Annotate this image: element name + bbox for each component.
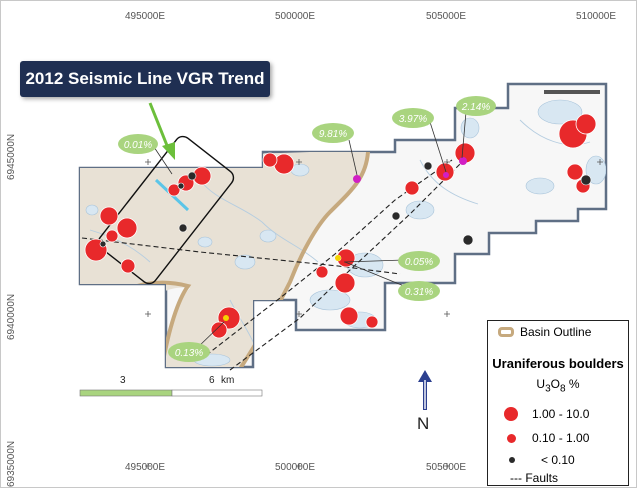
legend-class-label: < 0.10	[541, 453, 575, 467]
trend-arrow	[148, 102, 175, 160]
scale-label: km	[221, 375, 235, 386]
scale-label: 6	[209, 375, 215, 386]
sample-magenta	[443, 172, 449, 178]
grade-label: 9.81%	[319, 129, 347, 140]
basin-fill	[80, 150, 370, 367]
legend-class-low: < 0.10	[504, 453, 575, 467]
easting-tick-top: 505000E	[426, 11, 467, 22]
trend-title-box: 2012 Seismic Line VGR Trend	[20, 61, 270, 97]
boulder-mid-icon	[507, 433, 516, 443]
grade-label: 0.01%	[124, 140, 152, 151]
easting-tick-top: 510000E	[576, 11, 617, 22]
easting-tick-top: 500000E	[275, 11, 316, 22]
basin-outline-icon	[498, 327, 514, 337]
legend-class-mid: 0.10 - 1.00	[504, 431, 589, 445]
legend-unit: U3O8 %	[536, 377, 580, 395]
legend-basin-row: Basin Outline	[498, 325, 591, 339]
legend-class-high: 1.00 - 10.0	[504, 407, 589, 421]
scale-bar	[79, 389, 263, 397]
grid-crosses	[145, 159, 603, 469]
legend-class-label: 0.10 - 1.00	[532, 431, 590, 445]
easting-tick-bottom: 500000E	[275, 462, 316, 473]
sample-magenta	[353, 175, 361, 183]
easting-tick-bottom: 505000E	[426, 462, 467, 473]
grade-label: 0.31%	[405, 287, 433, 298]
grade-label: 0.05%	[405, 257, 433, 268]
grade-label: 0.13%	[175, 348, 203, 359]
grade-labels: 0.01% 9.81% 3.97% 2.14% 0.05% 0.31% 0.13…	[118, 96, 496, 362]
sample-yellow	[223, 315, 229, 321]
easting-tick-bottom: 495000E	[125, 462, 166, 473]
legend-faults: --- Faults	[510, 471, 558, 485]
legend-class-label: 1.00 - 10.0	[532, 407, 590, 421]
grade-label: 2.14%	[461, 102, 490, 113]
grade-label: 3.97%	[399, 114, 427, 125]
easting-tick-top: 495000E	[125, 11, 166, 22]
sample-magenta	[459, 157, 467, 165]
legend-basin-label: Basin Outline	[520, 325, 592, 339]
sample-yellow	[335, 255, 341, 261]
scale-label: 3	[120, 375, 126, 386]
label-leaders	[153, 111, 467, 349]
boulder-high-icon	[504, 407, 518, 421]
boulder-low-icon	[509, 457, 515, 463]
lakes	[85, 99, 606, 367]
north-arrow-icon	[418, 370, 432, 410]
legend: Basin Outline Uraniferous boulders U3O8 …	[487, 320, 629, 486]
legend-heading: Uraniferous boulders	[492, 356, 624, 371]
north-label: N	[417, 414, 430, 433]
